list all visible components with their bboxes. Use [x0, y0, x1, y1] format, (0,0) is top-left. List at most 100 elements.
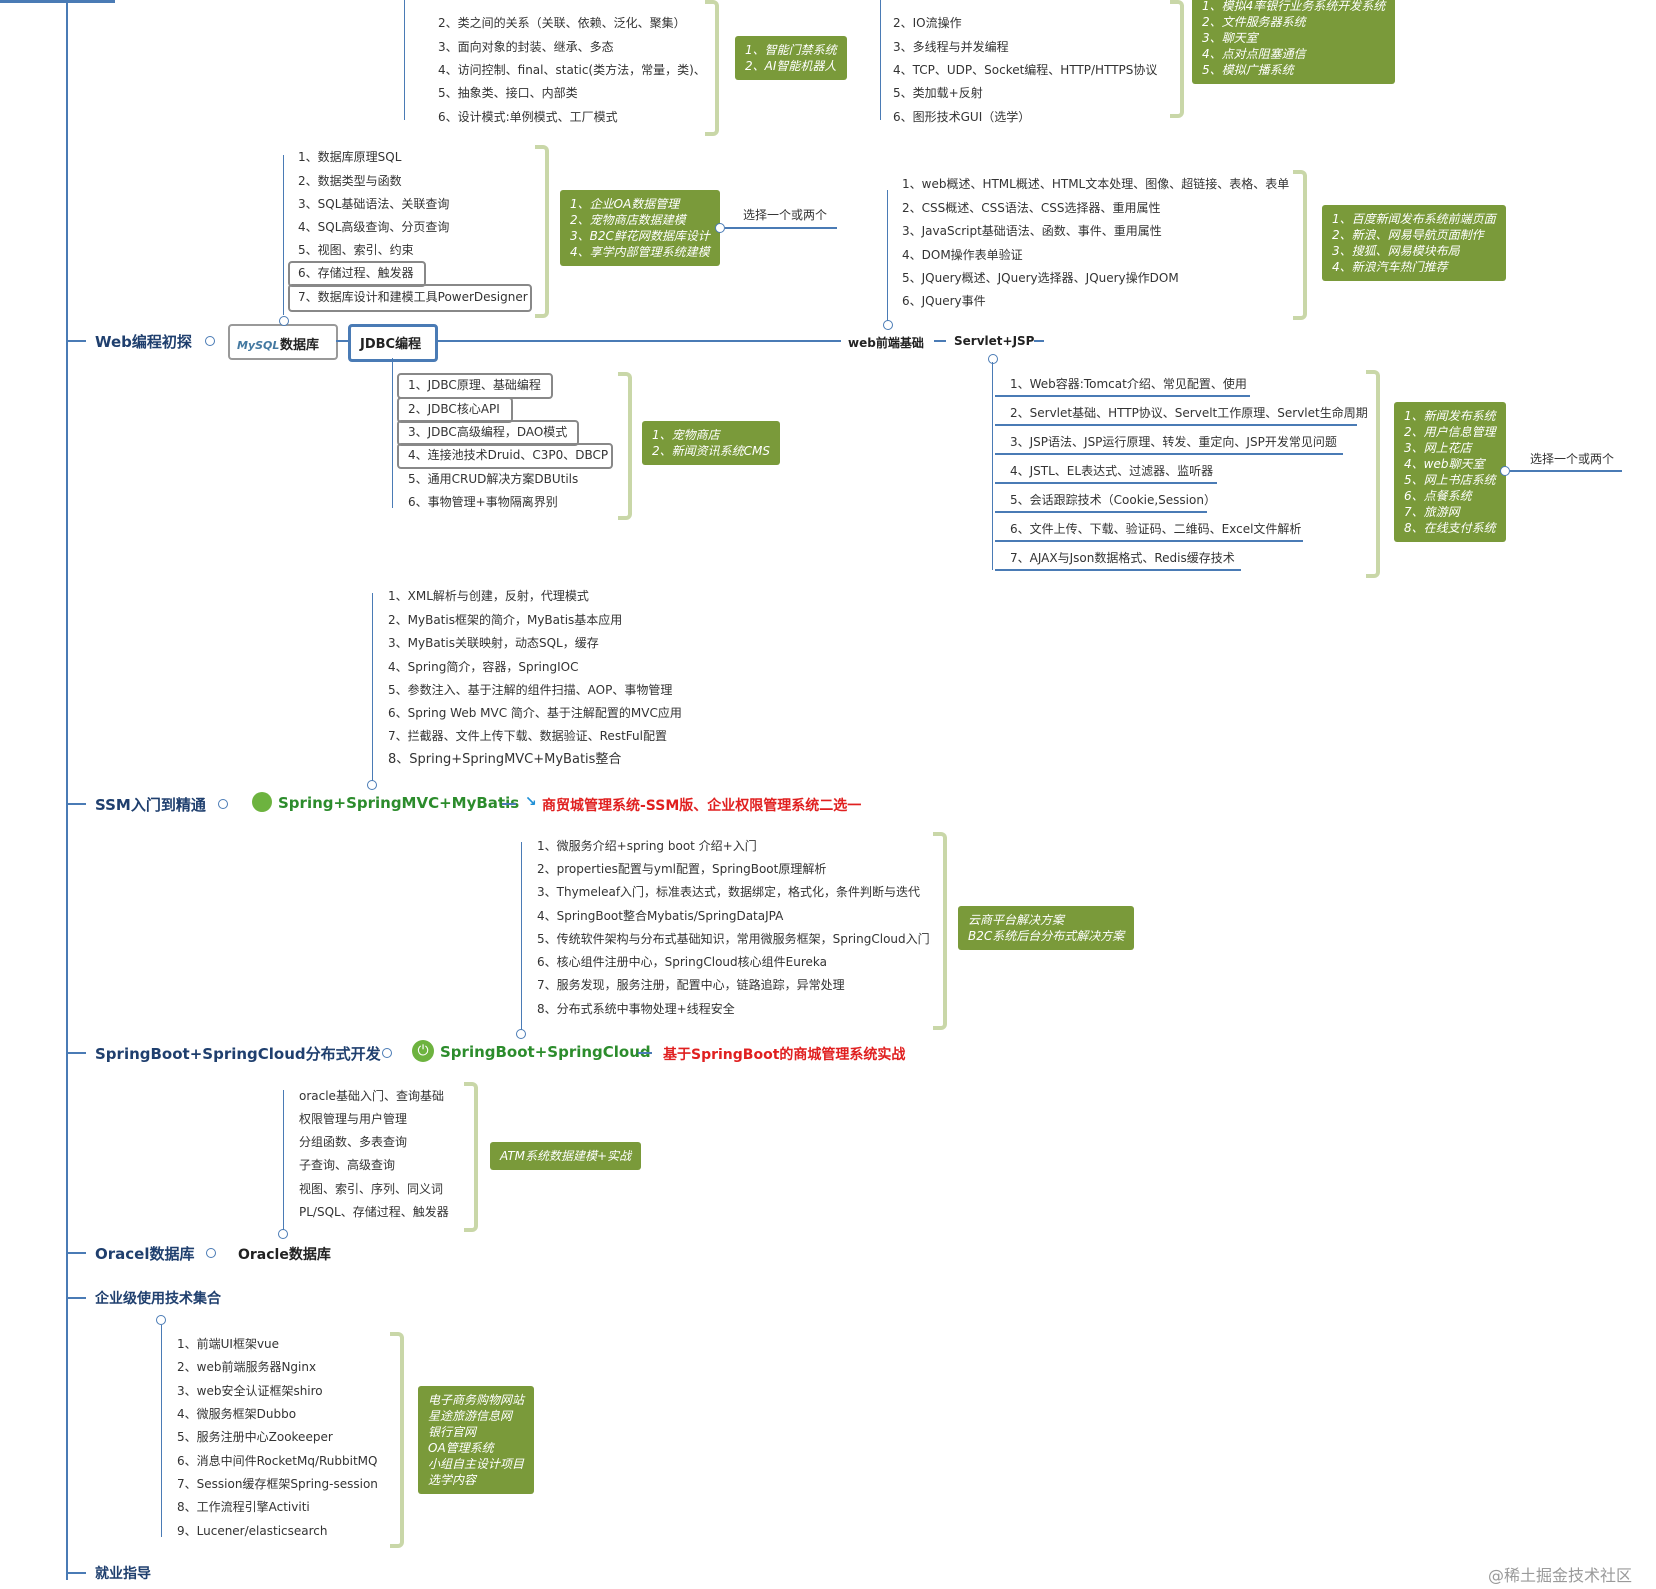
list-item: 6、存储过程、触发器	[298, 266, 414, 280]
list-item: 5、参数注入、基于注解的组件扫描、AOP、事物管理	[388, 683, 673, 697]
project-note: 1、新闻发布系统 2、用户信息管理 3、网上花店 4、web聊天室 5、网上书店…	[1394, 402, 1506, 542]
collapse-circle[interactable]	[367, 780, 377, 790]
list-item: 2、IO流操作	[893, 16, 962, 30]
project-note: 1、企业OA数据管理 2、宠物商店数据建模 3、B2C鲜花网数据库设计 4、享学…	[560, 190, 720, 266]
topic-job[interactable]: 就业指导	[95, 1566, 151, 1582]
collapse-circle[interactable]	[516, 1029, 526, 1039]
underline	[995, 482, 1217, 484]
project-note: 1、模拟4率银行业务系统开发系统 2、文件服务器系统 3、聊天室 4、点对点阻塞…	[1192, 0, 1396, 84]
list-item: 3、MyBatis关联映射，动态SQL，缓存	[388, 636, 599, 650]
node-jdbc[interactable]: JDBC编程	[360, 337, 422, 352]
highlight-box	[288, 284, 532, 312]
collapse-circle[interactable]	[382, 1048, 392, 1058]
list-item: 子查询、高级查询	[299, 1158, 396, 1172]
collapse-circle[interactable]	[715, 223, 725, 233]
list-item: 5、类加载+反射	[893, 86, 983, 100]
list-item: 6、JQuery事件	[902, 294, 986, 308]
topic-web-programming[interactable]: Web编程初探	[95, 333, 192, 351]
underline	[995, 569, 1241, 571]
list-item: 8、Spring+SpringMVC+MyBatis整合	[388, 752, 622, 767]
underline	[995, 395, 1250, 397]
topic-oracle[interactable]: Oracel数据库	[95, 1245, 195, 1263]
list-item: 3、JavaScript基础语法、函数、事件、重用属性	[902, 224, 1162, 238]
connector	[887, 190, 888, 325]
list-item: 5、服务注册中心Zookeeper	[177, 1430, 333, 1444]
list-item: 5、JQuery概述、JQuery选择器、JQuery操作DOM	[902, 271, 1179, 285]
jdbc-node-box[interactable]	[348, 324, 438, 362]
list-item: 2、web前端服务器Nginx	[177, 1360, 317, 1374]
list-item: 7、服务发现，服务注册，配置中心，链路追踪，异常处理	[537, 978, 845, 992]
list-item: 3、web安全认证框架shiro	[177, 1384, 323, 1398]
list-item: 2、MyBatis框架的简介，MyBatis基本应用	[388, 613, 623, 627]
list-item: 1、Web容器:Tomcat介绍、常见配置、使用	[1010, 377, 1247, 391]
list-item: 6、设计模式:单例模式、工厂模式	[438, 110, 618, 124]
connector	[1034, 340, 1044, 342]
top-edge-line	[0, 0, 115, 3]
list-item: 5、视图、索引、约束	[298, 243, 414, 257]
list-item: oracle基础入门、查询基础	[299, 1089, 444, 1103]
topic-connector	[66, 1052, 86, 1054]
ssm-project: 商贸城管理系统-SSM版、企业权限管理系统二选一	[542, 798, 862, 814]
list-item: 2、Servlet基础、HTTP协议、Servelt工作原理、Servlet生命…	[1010, 406, 1368, 420]
list-item: 2、CSS概述、CSS语法、CSS选择器、重用属性	[902, 201, 1161, 215]
list-item: 8、分布式系统中事物处理+线程安全	[537, 1002, 735, 1016]
list-item: 3、SQL基础语法、关联查询	[298, 197, 450, 211]
watermark: @稀土掘金技术社区	[1488, 1566, 1633, 1585]
bracket	[535, 145, 549, 318]
project-note: 云商平台解决方案 B2C系统后台分布式解决方案	[958, 906, 1135, 950]
node-web-frontend[interactable]: web前端基础	[848, 336, 924, 350]
node-ssm[interactable]: Spring+SpringMVC+MyBatis	[278, 794, 520, 812]
underline	[725, 227, 837, 229]
list-item: 7、数据库设计和建模工具PowerDesigner	[298, 290, 528, 304]
collapse-circle[interactable]	[205, 336, 215, 346]
highlight-box	[397, 443, 613, 469]
list-item: 4、SpringBoot整合Mybatis/SpringDataJPA	[537, 909, 784, 923]
list-item: 2、properties配置与yml配置，SpringBoot原理解析	[537, 862, 827, 876]
topic-ssm[interactable]: SSM入门到精通	[95, 796, 206, 814]
collapse-circle[interactable]	[218, 799, 228, 809]
project-note: 1、百度新闻发布系统前端页面 2、新浪、网易导航页面制作 3、搜狐、网易模块布局…	[1322, 205, 1506, 281]
list-item: 5、通用CRUD解决方案DBUtils	[408, 472, 579, 486]
bracket	[1170, 0, 1184, 118]
collapse-circle[interactable]	[883, 320, 893, 330]
topic-enterprise[interactable]: 企业级使用技术集合	[95, 1291, 221, 1307]
collapse-circle[interactable]	[279, 316, 289, 326]
topic-springboot[interactable]: SpringBoot+SpringCloud分布式开发	[95, 1045, 381, 1063]
highlight-box	[397, 420, 579, 446]
bracket	[705, 0, 719, 136]
connector	[372, 593, 373, 781]
topic-connector	[66, 1297, 86, 1299]
node-database[interactable]: 数据库	[280, 338, 320, 353]
highlight-box	[288, 261, 426, 287]
list-item: 1、数据库原理SQL	[298, 150, 402, 164]
underline	[995, 424, 1357, 426]
list-item: 视图、索引、序列、同义词	[299, 1182, 444, 1196]
list-item: 2、数据类型与函数	[298, 174, 402, 188]
list-item: 6、核心组件注册中心，SpringCloud核心组件Eureka	[537, 955, 827, 969]
topic-connector	[66, 340, 86, 342]
arrow-icon: ↘	[525, 794, 537, 810]
collapse-circle[interactable]	[156, 1315, 166, 1325]
mysql-logo: MySQL	[237, 339, 280, 352]
list-item: 6、事物管理+事物隔离界别	[408, 495, 558, 509]
underline	[995, 511, 1207, 513]
node-oracle[interactable]: Oracle数据库	[238, 1247, 331, 1263]
bracket	[933, 832, 947, 1030]
list-item: 9、Lucener/elasticsearch	[177, 1524, 328, 1538]
collapse-circle[interactable]	[1500, 466, 1510, 476]
list-item: 4、连接池技术Druid、C3P0、DBCP	[408, 448, 609, 462]
project-note: 1、宠物商店 2、新闻资讯系统CMS	[642, 421, 780, 465]
list-item: 7、Session缓存框架Spring-session	[177, 1477, 378, 1491]
list-item: 6、图形技术GUI（选学）	[893, 110, 1031, 124]
list-item: 7、AJAX与Json数据格式、Redis缓存技术	[1010, 551, 1235, 565]
connector	[934, 340, 946, 342]
list-item: 5、抽象类、接口、内部类	[438, 86, 578, 100]
collapse-circle[interactable]	[988, 354, 998, 364]
list-item: 2、类之间的关系（关联、依赖、泛化、聚集）	[438, 16, 686, 30]
node-servlet-jsp[interactable]: Servlet+JSP	[954, 334, 1035, 348]
bracket	[618, 372, 632, 520]
list-item: 6、消息中间件RocketMq/RubbitMQ	[177, 1454, 378, 1468]
collapse-circle[interactable]	[206, 1248, 216, 1258]
collapse-circle[interactable]	[278, 1229, 288, 1239]
node-springboot[interactable]: SpringBoot+SpringCloud	[440, 1043, 651, 1061]
